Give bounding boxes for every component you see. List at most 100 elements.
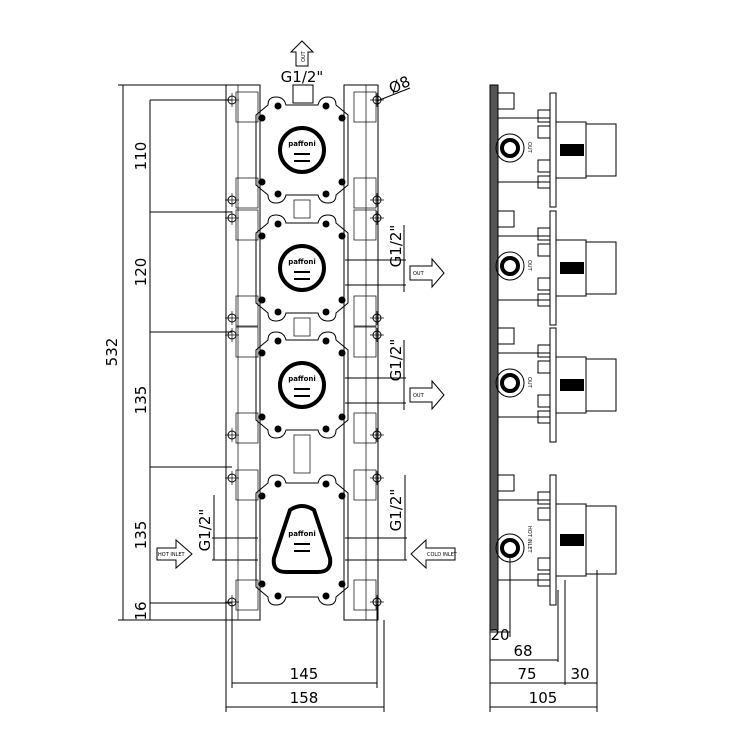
- screw: [258, 349, 266, 357]
- cold-inlet-label: COLD INLET: [427, 552, 458, 558]
- logo-bar: [294, 278, 310, 280]
- bracket: [235, 209, 259, 241]
- bracket: [235, 579, 259, 611]
- screw: [338, 492, 346, 500]
- bracket: [353, 209, 377, 241]
- port-label: OUT: [526, 142, 532, 154]
- nut: [537, 227, 551, 241]
- logo-bar: [294, 543, 310, 545]
- bracket: [497, 92, 515, 110]
- nut: [537, 125, 551, 139]
- brand-logo: paffoni: [288, 530, 316, 538]
- thread-outlet-2: G1/2": [387, 225, 405, 268]
- port-label: OUT: [526, 260, 532, 272]
- side-dimensions: 20 68 75 30 105: [489, 555, 598, 712]
- bracket: [497, 210, 515, 228]
- nut: [537, 491, 551, 505]
- screw: [322, 190, 330, 198]
- nut: [537, 507, 551, 521]
- logo-bar: [294, 550, 310, 552]
- valve-plate: [255, 331, 349, 439]
- nut: [537, 175, 551, 189]
- valve-plate: [255, 474, 349, 606]
- bracket: [235, 91, 259, 123]
- screw: [338, 178, 346, 186]
- side-module: HOT INLET: [495, 474, 617, 606]
- logo-bar: [294, 153, 310, 155]
- bracket: [353, 326, 377, 358]
- side-module: OUT: [495, 327, 617, 443]
- brand-logo: paffoni: [288, 140, 316, 148]
- out-arrow-top: [289, 40, 315, 67]
- connector-pipe: [293, 434, 311, 474]
- connector-pipe: [293, 317, 311, 337]
- mounting-rail: [489, 84, 499, 631]
- flange: [549, 92, 557, 208]
- screw: [322, 480, 330, 488]
- vertical-dimensions: 532 110 120 135 135 16: [103, 84, 232, 621]
- screw: [274, 425, 282, 433]
- nut: [537, 109, 551, 123]
- dim-outer-width: 158: [290, 689, 319, 707]
- screw: [274, 190, 282, 198]
- valve-plate: [255, 96, 349, 204]
- screw: [338, 114, 346, 122]
- bracket: [353, 295, 377, 327]
- right-rail: [343, 84, 379, 621]
- screw: [338, 232, 346, 240]
- screw: [258, 413, 266, 421]
- out-arrow-3: [409, 379, 445, 411]
- thread-top: G1/2": [281, 68, 324, 86]
- screw: [274, 102, 282, 110]
- out-label-top: OUT: [301, 50, 307, 62]
- dim-seg4: 135: [132, 521, 150, 550]
- logo-bar: [294, 160, 310, 162]
- logo-bar: [294, 271, 310, 273]
- port-ring: [495, 251, 525, 281]
- port-label: OUT: [526, 377, 532, 389]
- screw: [258, 232, 266, 240]
- cartridge-cap: [585, 505, 617, 575]
- hole-diameter: Ø8: [386, 72, 413, 97]
- side-view: OUT OUT OUT HOT INLET 20 68 75 30 105: [489, 84, 617, 712]
- screw: [322, 337, 330, 345]
- screw: [258, 178, 266, 186]
- screw: [274, 337, 282, 345]
- thermostatic-ring: [271, 504, 333, 574]
- out-arrow-2: [409, 257, 445, 289]
- cartridge-cap: [585, 241, 617, 295]
- left-rail: [225, 84, 261, 621]
- thread-hot-inlet: G1/2": [196, 509, 214, 552]
- dim-seg2: 120: [132, 258, 150, 287]
- screw: [322, 308, 330, 316]
- dim-30: 30: [570, 665, 589, 683]
- bracket: [353, 469, 377, 501]
- dim-seg3: 135: [132, 386, 150, 415]
- dim-total-height: 532: [103, 338, 121, 367]
- port-ring: [495, 368, 525, 398]
- nut: [537, 360, 551, 374]
- nut: [537, 159, 551, 173]
- port-inner: [500, 138, 520, 158]
- dim-75: 75: [517, 665, 536, 683]
- bracket: [235, 469, 259, 501]
- horizontal-dimensions: 145 158: [225, 604, 385, 712]
- screw: [338, 580, 346, 588]
- flange: [549, 327, 557, 443]
- bracket: [235, 412, 259, 444]
- bracket: [353, 412, 377, 444]
- screw: [258, 296, 266, 304]
- nut: [537, 557, 551, 571]
- dim-68: 68: [513, 642, 532, 660]
- screw: [338, 296, 346, 304]
- port-inner: [500, 538, 520, 558]
- screw: [258, 114, 266, 122]
- thread-cold-inlet: G1/2": [387, 489, 405, 532]
- adjust-mark: [560, 262, 584, 274]
- dim-seg1: 110: [132, 142, 150, 171]
- screw: [274, 220, 282, 228]
- brand-logo: paffoni: [288, 258, 316, 266]
- brand-logo: paffoni: [288, 375, 316, 383]
- flange: [549, 474, 557, 606]
